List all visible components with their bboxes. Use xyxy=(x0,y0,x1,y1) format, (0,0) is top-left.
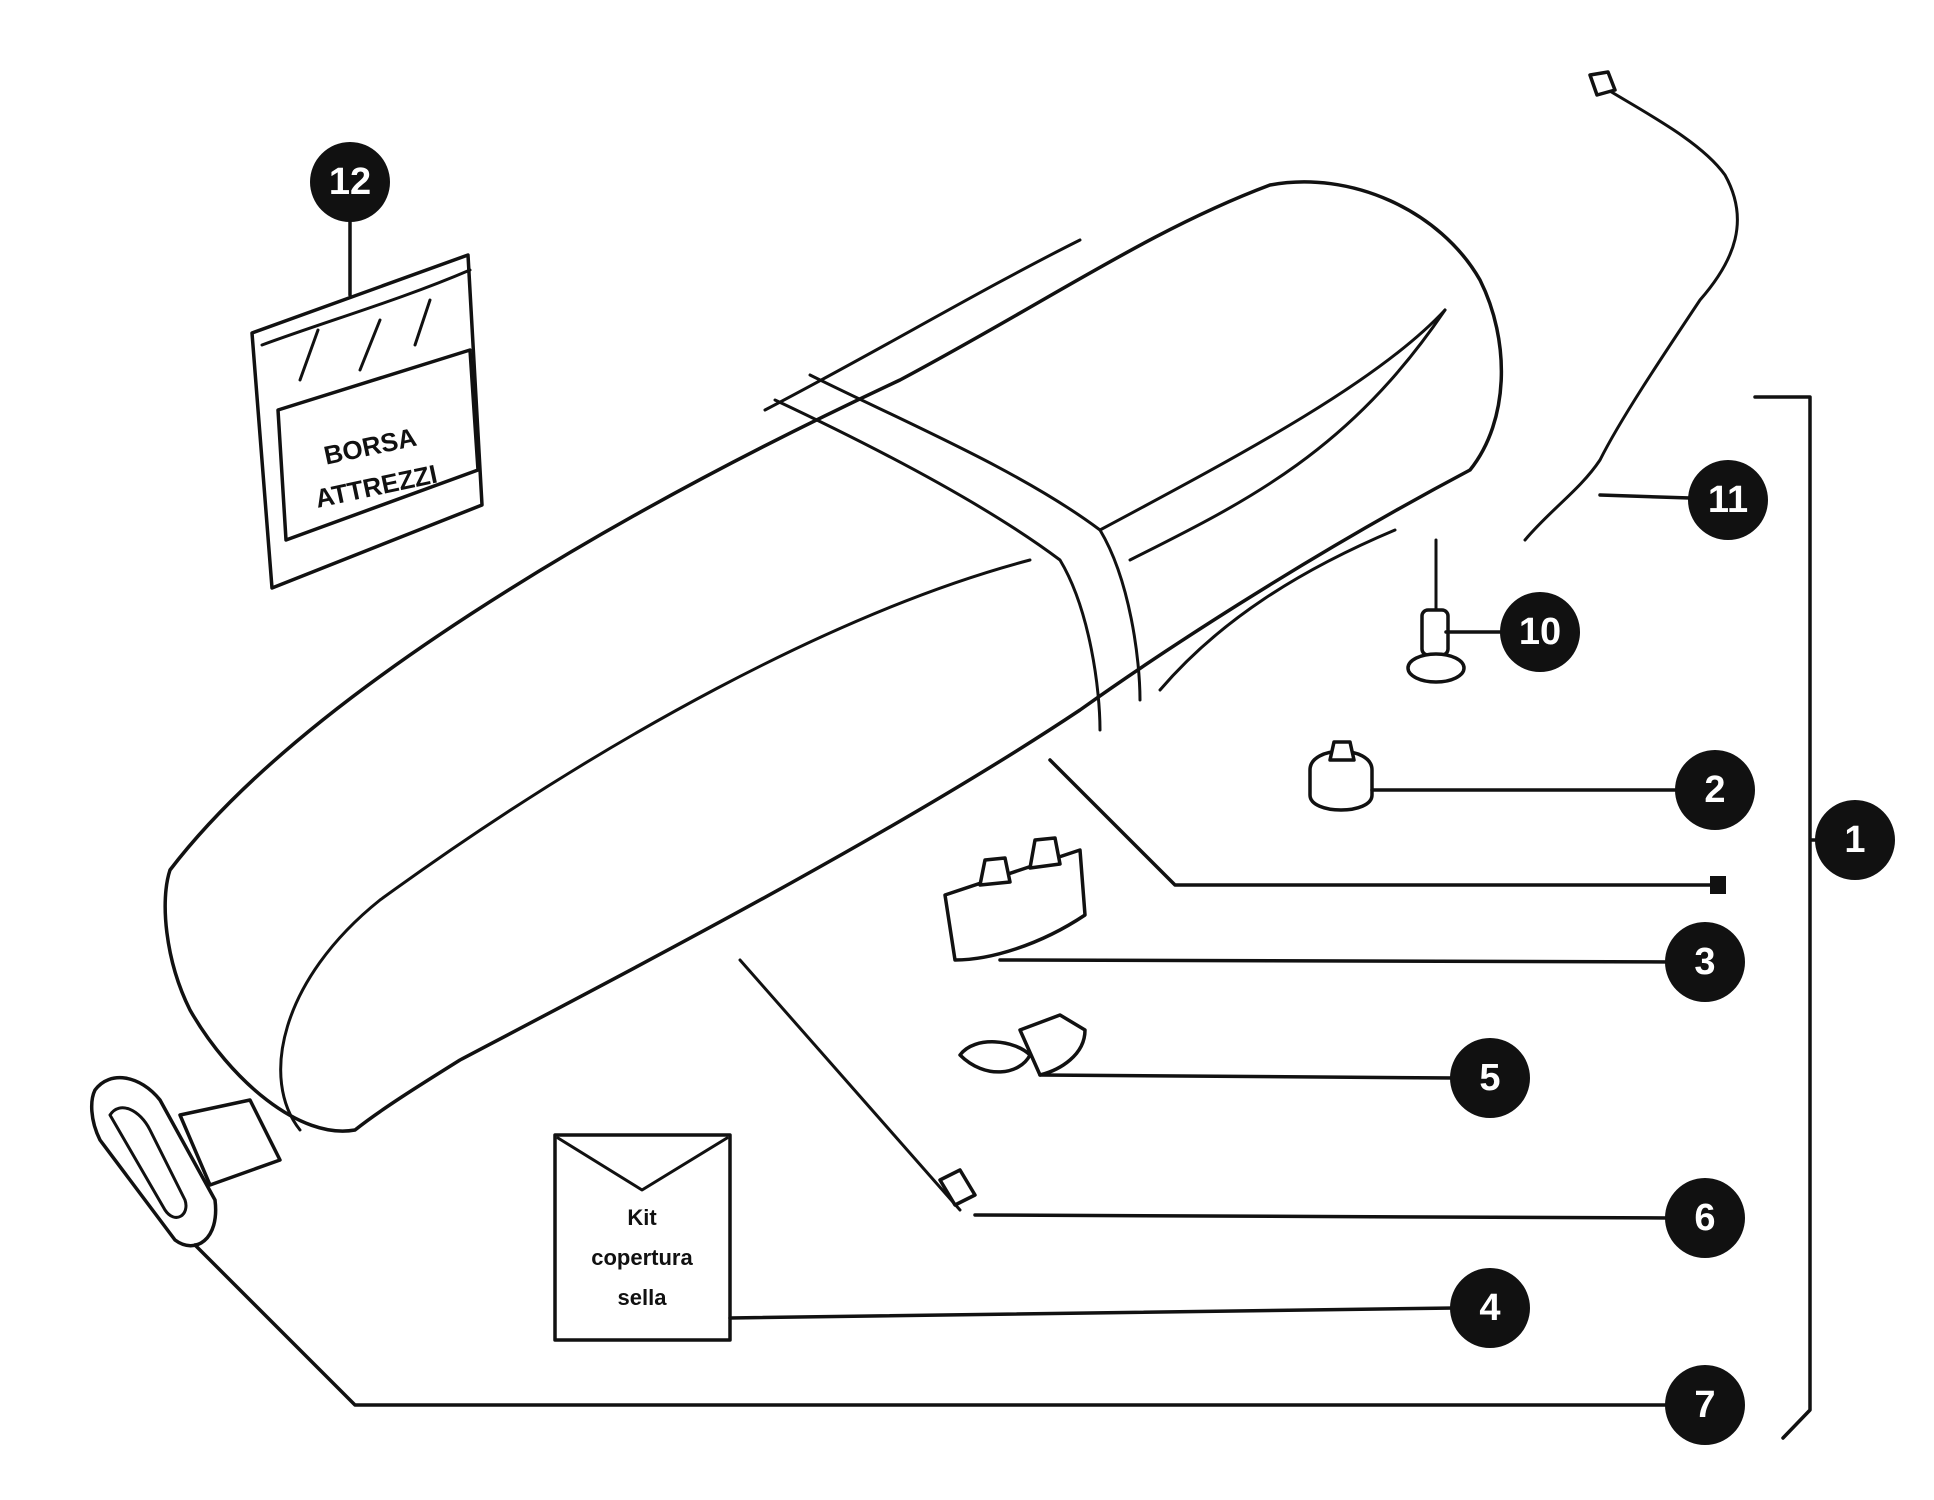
callout-12-label: 12 xyxy=(329,161,371,203)
kit-envelope: Kit copertura sella xyxy=(553,1133,732,1342)
callout-7-label: 7 xyxy=(1694,1384,1715,1426)
kit-envelope-line1: Kit xyxy=(627,1205,657,1230)
callout-10: 10 xyxy=(1500,592,1580,672)
callout-6: 6 xyxy=(1665,1178,1745,1258)
latch-block xyxy=(178,1098,282,1187)
double-mount-knob-left xyxy=(978,856,1012,887)
callout-5: 5 xyxy=(1450,1038,1530,1118)
cable-tie-strap xyxy=(738,958,962,1212)
seat-strap-back xyxy=(808,373,1142,702)
seat-rear-hump xyxy=(1128,308,1447,562)
callout-10-label: 10 xyxy=(1519,611,1561,653)
callout-4-label: 4 xyxy=(1479,1287,1500,1329)
tool-bag-fold xyxy=(260,268,472,347)
kit-envelope-outline xyxy=(553,1133,732,1342)
callout-2: 2 xyxy=(1675,750,1755,830)
leader-7 xyxy=(193,1243,1672,1407)
tool-bag-label-panel xyxy=(276,348,480,542)
kit-envelope-line2: copertura xyxy=(591,1245,693,1270)
seat xyxy=(163,180,1504,1133)
leader-4 xyxy=(728,1306,1457,1320)
callout-3: 3 xyxy=(1665,922,1745,1002)
callout-4: 4 xyxy=(1450,1268,1530,1348)
rubber-buffer-base xyxy=(1308,749,1374,812)
seat-top-edge xyxy=(763,238,1082,412)
screw-head xyxy=(1406,652,1466,684)
strap-cable xyxy=(1523,83,1739,542)
tool-bag-fold-2 xyxy=(298,298,432,382)
seat-front-welt xyxy=(279,558,1032,1132)
latch-bracket xyxy=(89,1075,282,1248)
latch-plate xyxy=(89,1075,218,1248)
callout-6-label: 6 xyxy=(1694,1197,1715,1239)
kit-envelope-flap xyxy=(556,1136,729,1192)
leader-5 xyxy=(1038,1073,1457,1080)
seat-outline xyxy=(163,180,1504,1133)
seat-rear-welt xyxy=(1098,308,1447,532)
leader-seat xyxy=(1048,758,1722,887)
callout-11-label: 11 xyxy=(1708,479,1748,521)
tool-bag: BORSA ATTREZZI xyxy=(250,253,484,590)
clip-pair xyxy=(958,1013,1087,1077)
latch-slot xyxy=(108,1106,188,1219)
leader-11 xyxy=(1598,493,1692,500)
cable-tie-head xyxy=(938,1168,977,1207)
callout-7: 7 xyxy=(1665,1365,1745,1445)
double-mount-knob-right xyxy=(1028,836,1062,870)
screw-shank xyxy=(1420,608,1450,657)
double-rubber-mount xyxy=(943,836,1087,962)
callout-1-label: 1 xyxy=(1844,819,1865,861)
leader-3 xyxy=(998,958,1677,964)
bracket-1 xyxy=(1753,395,1837,1440)
double-mount-base xyxy=(943,848,1087,962)
callout-12: 12 xyxy=(310,142,390,222)
seat-strap-front xyxy=(773,398,1102,732)
callout-2-label: 2 xyxy=(1704,769,1725,811)
callout-5-label: 5 xyxy=(1479,1057,1500,1099)
clip-right xyxy=(1018,1013,1087,1077)
leader-seat-end xyxy=(1710,876,1726,894)
leader-6 xyxy=(973,1213,1672,1220)
kit-envelope-line3: sella xyxy=(618,1285,668,1310)
callout-1: 1 xyxy=(1815,800,1895,880)
callout-3-label: 3 xyxy=(1694,941,1715,983)
cable-tie xyxy=(738,958,977,1212)
rubber-buffer xyxy=(1308,740,1374,812)
screw xyxy=(1406,538,1466,684)
strap-cable-end xyxy=(1588,70,1617,97)
callout-11: 11 xyxy=(1688,460,1768,540)
clip-left xyxy=(958,1040,1032,1074)
seat-rear-edge xyxy=(1158,528,1397,692)
rubber-buffer-knob xyxy=(1328,740,1356,762)
